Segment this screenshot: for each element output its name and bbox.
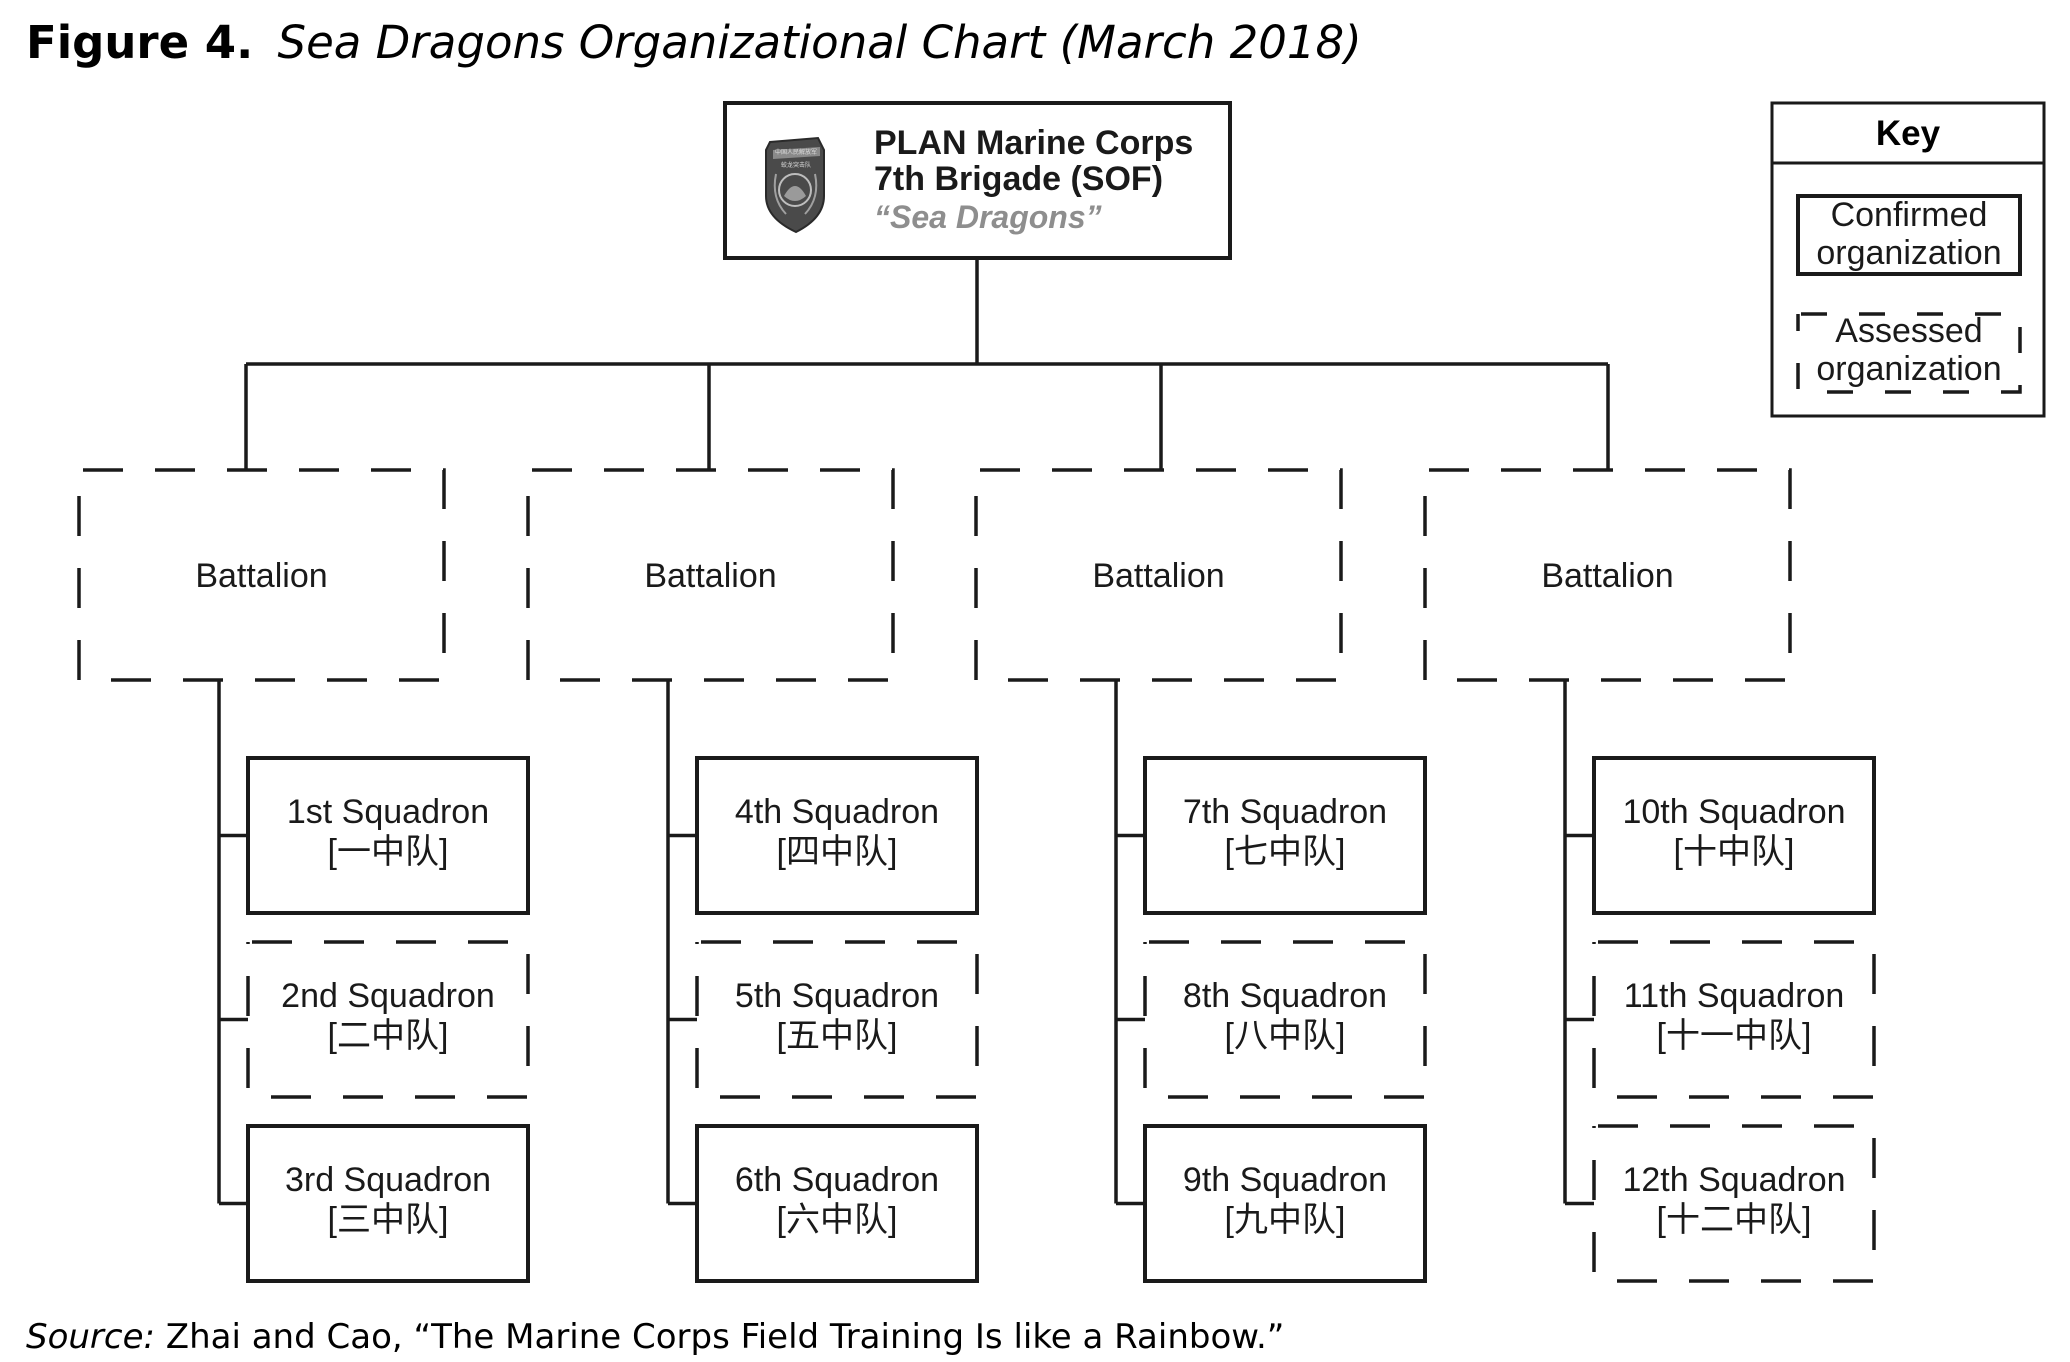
squadron-node: 12th Squadron[十二中队] xyxy=(1592,1124,1876,1283)
squadron-node: 5th Squadron[五中队] xyxy=(695,940,979,1099)
figure-title: Figure 4. Sea Dragons Organizational Cha… xyxy=(26,16,1362,69)
squadron-box xyxy=(1143,1124,1427,1283)
squadron-name: 12th Squadron xyxy=(1622,1161,1845,1199)
emblem-text-1: 中国人民解放军 xyxy=(775,148,817,156)
battalion-label: Battalion xyxy=(195,557,327,595)
squadron-node: 1st Squadron[一中队] xyxy=(246,756,530,915)
squadron-box xyxy=(1143,756,1427,915)
battalion-box xyxy=(526,468,895,682)
headquarters-line-1: PLAN Marine Corps xyxy=(874,124,1193,162)
source-label: Source: xyxy=(26,1317,155,1357)
squadron-name: 5th Squadron xyxy=(735,977,939,1015)
squadron-name: 11th Squadron xyxy=(1624,977,1845,1015)
emblem-text-2: 蛟龙突击队 xyxy=(781,161,811,169)
squadron-node: 9th Squadron[九中队] xyxy=(1143,1124,1427,1283)
squadron-name: 1st Squadron xyxy=(287,793,489,831)
headquarters-node: 中国人民解放军 蛟龙突击队 PLAN Marine Corps 7th Brig… xyxy=(723,101,1232,260)
squadron-chinese-name: [九中队] xyxy=(1225,1201,1346,1239)
squadron-chinese-name: [八中队] xyxy=(1225,1017,1346,1055)
squadron-chinese-name: [四中队] xyxy=(777,833,898,871)
legend-assessed: Assessed organization xyxy=(1796,312,2022,394)
squadron-node: 3rd Squadron[三中队] xyxy=(246,1124,530,1283)
battalion-box xyxy=(1423,468,1792,682)
connectors xyxy=(244,258,1610,470)
battalion-label: Battalion xyxy=(1541,557,1673,595)
battalion-column: Battalion 7th Squadron[七中队] 8th Squadron[八… xyxy=(974,468,1427,1283)
battalion-box xyxy=(974,468,1343,682)
headquarters-line-2: 7th Brigade (SOF) xyxy=(874,160,1163,198)
legend-confirmed-line-1: Confirmed xyxy=(1831,196,1988,234)
squadron-node: 10th Squadron[十中队] xyxy=(1592,756,1876,915)
battalion-columns: Battalion 1st Squadron[一中队] 2nd Squadron[二… xyxy=(77,468,1876,1283)
squadron-node: 8th Squadron[八中队] xyxy=(1143,940,1427,1099)
squadron-node: 2nd Squadron[二中队] xyxy=(246,940,530,1099)
squadron-chinese-name: [十二中队] xyxy=(1657,1201,1812,1239)
squadron-chinese-name: [三中队] xyxy=(328,1201,449,1239)
squadron-name: 2nd Squadron xyxy=(281,977,495,1015)
squadron-box xyxy=(1592,756,1876,915)
squadron-name: 9th Squadron xyxy=(1183,1161,1387,1199)
squadron-chinese-name: [五中队] xyxy=(777,1017,898,1055)
figure-label: Figure 4. xyxy=(26,16,253,69)
sea-dragon-emblem-icon: 中国人民解放军 蛟龙突击队 xyxy=(765,136,825,234)
squadron-box xyxy=(246,756,530,915)
squadron-name: 8th Squadron xyxy=(1183,977,1387,1015)
source-note: Source: Zhai and Cao, “The Marine Corps … xyxy=(26,1317,1284,1357)
battalion-column: Battalion 10th Squadron[十中队] 11th Squadron… xyxy=(1423,468,1876,1283)
squadron-chinese-name: [一中队] xyxy=(328,833,449,871)
squadron-chinese-name: [十一中队] xyxy=(1657,1017,1812,1055)
squadron-node: 11th Squadron[十一中队] xyxy=(1592,940,1876,1099)
squadron-box xyxy=(695,756,979,915)
squadron-name: 10th Squadron xyxy=(1622,793,1845,831)
squadron-name: 6th Squadron xyxy=(735,1161,939,1199)
squadron-name: 7th Squadron xyxy=(1183,793,1387,831)
battalion-label: Battalion xyxy=(1092,557,1224,595)
battalion-column: Battalion 1st Squadron[一中队] 2nd Squadron[二… xyxy=(77,468,530,1283)
battalion-label: Battalion xyxy=(644,557,776,595)
legend-confirmed: Confirmed organization xyxy=(1796,194,2022,276)
legend-key: Key Confirmed organization Assessed orga… xyxy=(1770,101,2046,418)
battalion-box xyxy=(77,468,446,682)
battalion-column: Battalion 4th Squadron[四中队] 5th Squadron[五… xyxy=(526,468,979,1283)
squadron-box xyxy=(246,1124,530,1283)
squadron-chinese-name: [十中队] xyxy=(1674,833,1795,871)
squadron-chinese-name: [六中队] xyxy=(777,1201,898,1239)
squadron-name: 4th Squadron xyxy=(735,793,939,831)
legend-title: Key xyxy=(1876,114,1941,153)
squadron-chinese-name: [二中队] xyxy=(328,1017,449,1055)
squadron-node: 4th Squadron[四中队] xyxy=(695,756,979,915)
figure-title-text: Sea Dragons Organizational Chart (March … xyxy=(278,16,1362,69)
squadron-node: 6th Squadron[六中队] xyxy=(695,1124,979,1283)
legend-confirmed-line-2: organization xyxy=(1816,234,2001,272)
headquarters-nickname: “Sea Dragons” xyxy=(874,199,1102,235)
squadron-node: 7th Squadron[七中队] xyxy=(1143,756,1427,915)
legend-assessed-line-1: Assessed xyxy=(1835,312,1982,350)
legend-assessed-line-2: organization xyxy=(1816,350,2001,388)
squadron-chinese-name: [七中队] xyxy=(1225,833,1346,871)
squadron-name: 3rd Squadron xyxy=(285,1161,491,1199)
source-text: Zhai and Cao, “The Marine Corps Field Tr… xyxy=(166,1317,1285,1357)
squadron-box xyxy=(695,1124,979,1283)
